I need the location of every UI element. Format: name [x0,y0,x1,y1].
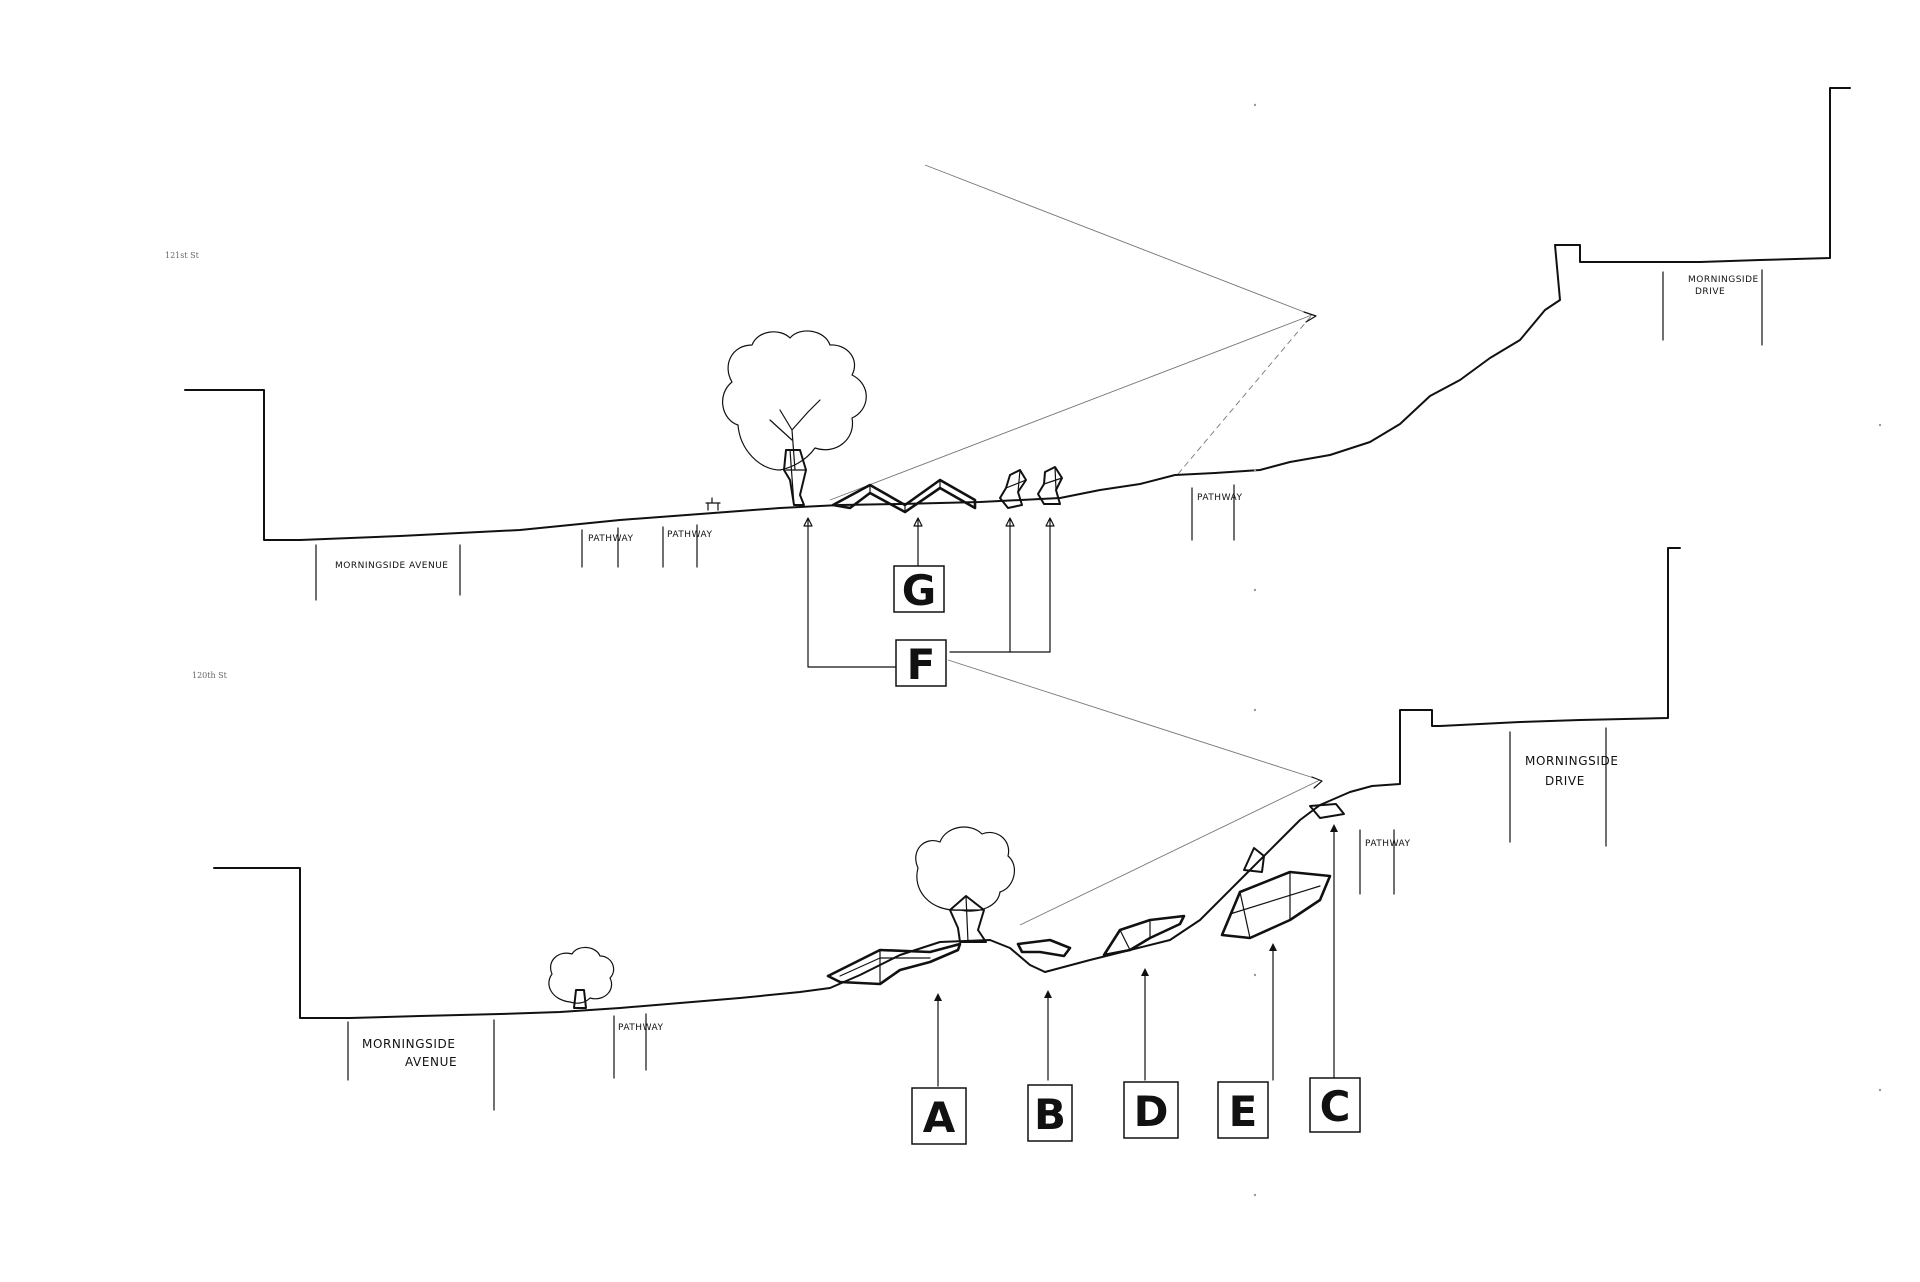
registration-marks [1253,103,1882,1197]
lower-street-note: 120th St [192,671,228,680]
upper-street-bays [315,269,1763,601]
lower-section: 120th St MORNINGSIDE AVENUE PATHWAY PATH… [192,547,1681,1145]
callout-d-letter: D [1134,1087,1169,1136]
lower-sight-lines [947,659,1323,926]
upper-right-street-label-1: MORNINGSIDE [1688,275,1759,285]
callout-d: D [1123,1081,1179,1139]
upper-section: 121st St MORNINGSIDE AVENUE PATHWAY PATH… [165,87,1851,689]
lower-pathway-label-2: PATHWAY [1365,839,1410,849]
lower-pavilion-c-icon [1309,803,1345,819]
lower-callout-arrows [934,824,1338,1087]
lower-right-street-label-2: DRIVE [1545,774,1585,788]
upper-street-note: 121st St [165,251,200,260]
callout-a: A [911,1087,967,1145]
callout-g: G [893,565,945,615]
lower-left-street-label-1: MORNINGSIDE [362,1037,456,1051]
callout-e-letter: E [1229,1087,1258,1136]
callout-f: F [895,639,947,689]
callout-g-letter: G [902,566,936,615]
lower-small-tree-icon [548,946,615,1009]
lower-pavilion-d-icon [1102,914,1186,957]
lower-pavilion-b-icon [1016,938,1072,958]
lower-left-street-label-2: AVENUE [405,1055,457,1069]
upper-sculpture-f-icons [999,466,1063,509]
lower-right-street-label-1: MORNINGSIDE [1525,754,1619,768]
upper-pathway-label-2: PATHWAY [667,530,712,540]
callout-c: C [1309,1077,1361,1133]
upper-pathway-label-1: PATHWAY [588,534,633,544]
upper-pathway-label-3: PATHWAY [1197,493,1242,503]
callout-f-letter: F [907,640,936,689]
lower-pavilion-a-icon [826,942,962,986]
callout-a-letter: A [923,1093,956,1142]
lower-tree-icon [915,826,1016,943]
lower-pavilion-e-icon [1220,847,1332,940]
callout-c-letter: C [1320,1082,1351,1131]
upper-callout-leaders [803,517,1055,668]
upper-pavilion-g-icon [831,478,977,514]
upper-sight-lines [829,164,1317,501]
upper-left-street-label: MORNINGSIDE AVENUE [335,561,448,571]
upper-right-street-label-2: DRIVE [1695,287,1725,297]
lower-ground-line [213,547,1681,1019]
upper-tree-icon [722,330,867,506]
callout-b-letter: B [1034,1090,1066,1139]
upper-bench-icon [705,497,721,511]
lower-street-bays [347,727,1607,1111]
lower-pathway-label-1: PATHWAY [618,1023,663,1033]
callout-b: B [1027,1084,1073,1142]
upper-ground-line [184,87,1851,541]
callout-e: E [1217,1081,1269,1139]
